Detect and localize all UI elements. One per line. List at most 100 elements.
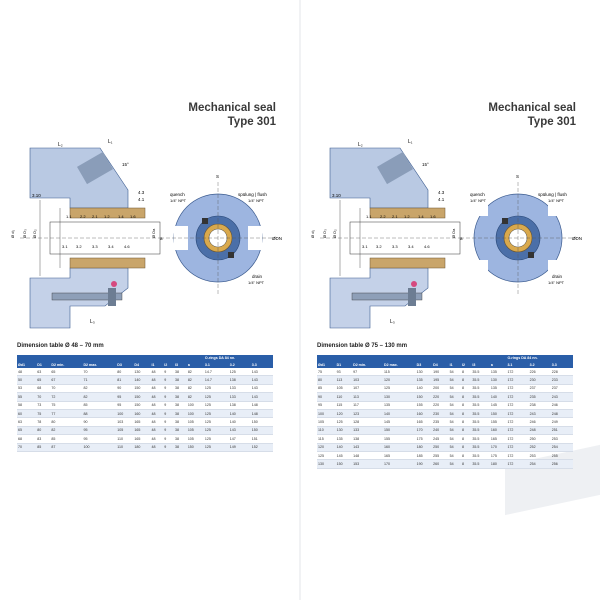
table-cell: 130 xyxy=(335,426,353,436)
table-cell: 226 xyxy=(528,368,551,377)
table-cell: 70 xyxy=(36,392,51,402)
table-cell: 115 xyxy=(335,401,353,410)
table-cell: 120 xyxy=(383,375,416,385)
table-cell: 54 xyxy=(448,384,462,394)
table-cell: 90 xyxy=(116,384,134,394)
label-1-1: 1.1 xyxy=(366,214,372,219)
table-cell: 245 xyxy=(432,434,449,444)
table-cell: 100 xyxy=(116,409,134,419)
label-3-10: 3.10 xyxy=(32,193,41,198)
title-line-2: Type 301 xyxy=(527,116,576,128)
table-cell: 38 xyxy=(173,384,187,394)
table-cell: 248 xyxy=(528,426,551,436)
label-s: S xyxy=(216,174,219,179)
table-cell: 8 xyxy=(461,409,472,419)
label-4-1: 4.1 xyxy=(138,197,145,202)
table-cell: 8 xyxy=(461,451,472,461)
table-cell: 110 xyxy=(317,426,336,436)
table-cell: 133 xyxy=(228,384,251,394)
label-a: a xyxy=(160,236,163,241)
table-cell: 140 xyxy=(335,443,353,452)
table-cell: 82 xyxy=(186,392,204,402)
table-cell: 95 xyxy=(82,434,117,444)
column-header: 3.2 xyxy=(228,361,251,368)
table-cell: 38 xyxy=(173,368,187,377)
table-cell: 246 xyxy=(550,401,573,410)
table-cell: 75 xyxy=(317,368,336,377)
table-cell: 95 xyxy=(116,392,134,402)
table-cell: 80 xyxy=(50,417,83,427)
table-cell: 35.5 xyxy=(471,375,490,385)
column-header: D2 min. xyxy=(50,361,83,368)
column-header: D2 max. xyxy=(82,361,117,368)
table-cell: 8 xyxy=(461,392,472,402)
table-cell: 85 xyxy=(50,434,83,444)
table-cell: 125 xyxy=(203,434,229,444)
table-cell: 165 xyxy=(415,417,433,427)
table-cell: 172 xyxy=(506,434,529,444)
table-cell: 60 xyxy=(17,409,37,419)
table-cell: 115 xyxy=(317,434,336,444)
label-1-1: 1.1 xyxy=(66,214,72,219)
label-quench-npt: 1/4" NPT xyxy=(470,198,487,203)
table-cell: 48 xyxy=(150,426,164,436)
table-cell: 125 xyxy=(203,384,229,394)
table-cell: 200 xyxy=(432,384,449,394)
table-cell: 90 xyxy=(317,392,336,402)
table-cell: 138 xyxy=(228,401,251,410)
label-4-3: 4.3 xyxy=(438,190,445,195)
label-da: Ø Da xyxy=(151,228,156,238)
label-1-2: 1.2 xyxy=(404,214,410,219)
column-header: a xyxy=(489,361,507,368)
table-cell: 48 xyxy=(150,443,164,452)
table-cell: 143 xyxy=(228,426,251,436)
table-cell: 251 xyxy=(550,426,573,436)
table-cell: 249 xyxy=(550,417,573,427)
table-cell: 165 xyxy=(133,434,151,444)
label-3-2: 3.2 xyxy=(376,244,382,249)
table-cell: 172 xyxy=(506,409,529,419)
table-cell: 230 xyxy=(528,375,551,385)
label-l1: L₁ xyxy=(408,139,413,145)
table-cell: 38 xyxy=(173,417,187,427)
table-cell: 8 xyxy=(461,368,472,377)
table-cell: 237 xyxy=(550,384,573,394)
table-cell: 110 xyxy=(335,392,353,402)
table-cell: 160 xyxy=(133,409,151,419)
table-cell: 120 xyxy=(317,443,336,452)
column-header: l1 xyxy=(448,361,462,368)
table-cell: 138 xyxy=(352,434,384,444)
column-header: l3 xyxy=(471,361,490,368)
table-cell: 147 xyxy=(228,434,251,444)
table-cell: 190 xyxy=(432,368,449,377)
table-cell: 125 xyxy=(317,451,336,461)
label-1-6: 1.6 xyxy=(130,214,136,219)
label-spulung: spülung | flush xyxy=(538,192,567,197)
label-drain: drain xyxy=(252,274,263,279)
table-cell: 71 xyxy=(82,375,117,385)
table-cell: 103 xyxy=(116,417,134,427)
table-cell: 54 xyxy=(448,375,462,385)
label-quench-npt: 1/4" NPT xyxy=(170,198,187,203)
label-spulung-npt: 1/4" NPT xyxy=(248,198,265,203)
super-header-cell: O-rings DA 84 nn. xyxy=(203,355,273,361)
table-cell: 113 xyxy=(352,392,384,402)
table-cell: 180 xyxy=(415,443,433,452)
label-quench: quench xyxy=(470,192,485,197)
table-cell: 70 xyxy=(50,384,83,394)
table-cell: 140 xyxy=(228,409,251,419)
table-cell: 63 xyxy=(17,417,37,427)
page-title: Mechanical seal Type 301 xyxy=(188,101,276,129)
table-cell: 35.5 xyxy=(471,443,490,452)
page-gutter xyxy=(299,0,301,600)
table-cell: 113 xyxy=(335,375,353,385)
table-cell: 65 xyxy=(50,368,83,377)
label-3-3: 3.3 xyxy=(392,244,398,249)
column-header: 3.1 xyxy=(203,361,229,368)
table-cell: 148 xyxy=(250,409,273,419)
table-cell: 150 xyxy=(250,426,273,436)
table-cell: 53 xyxy=(17,384,37,394)
